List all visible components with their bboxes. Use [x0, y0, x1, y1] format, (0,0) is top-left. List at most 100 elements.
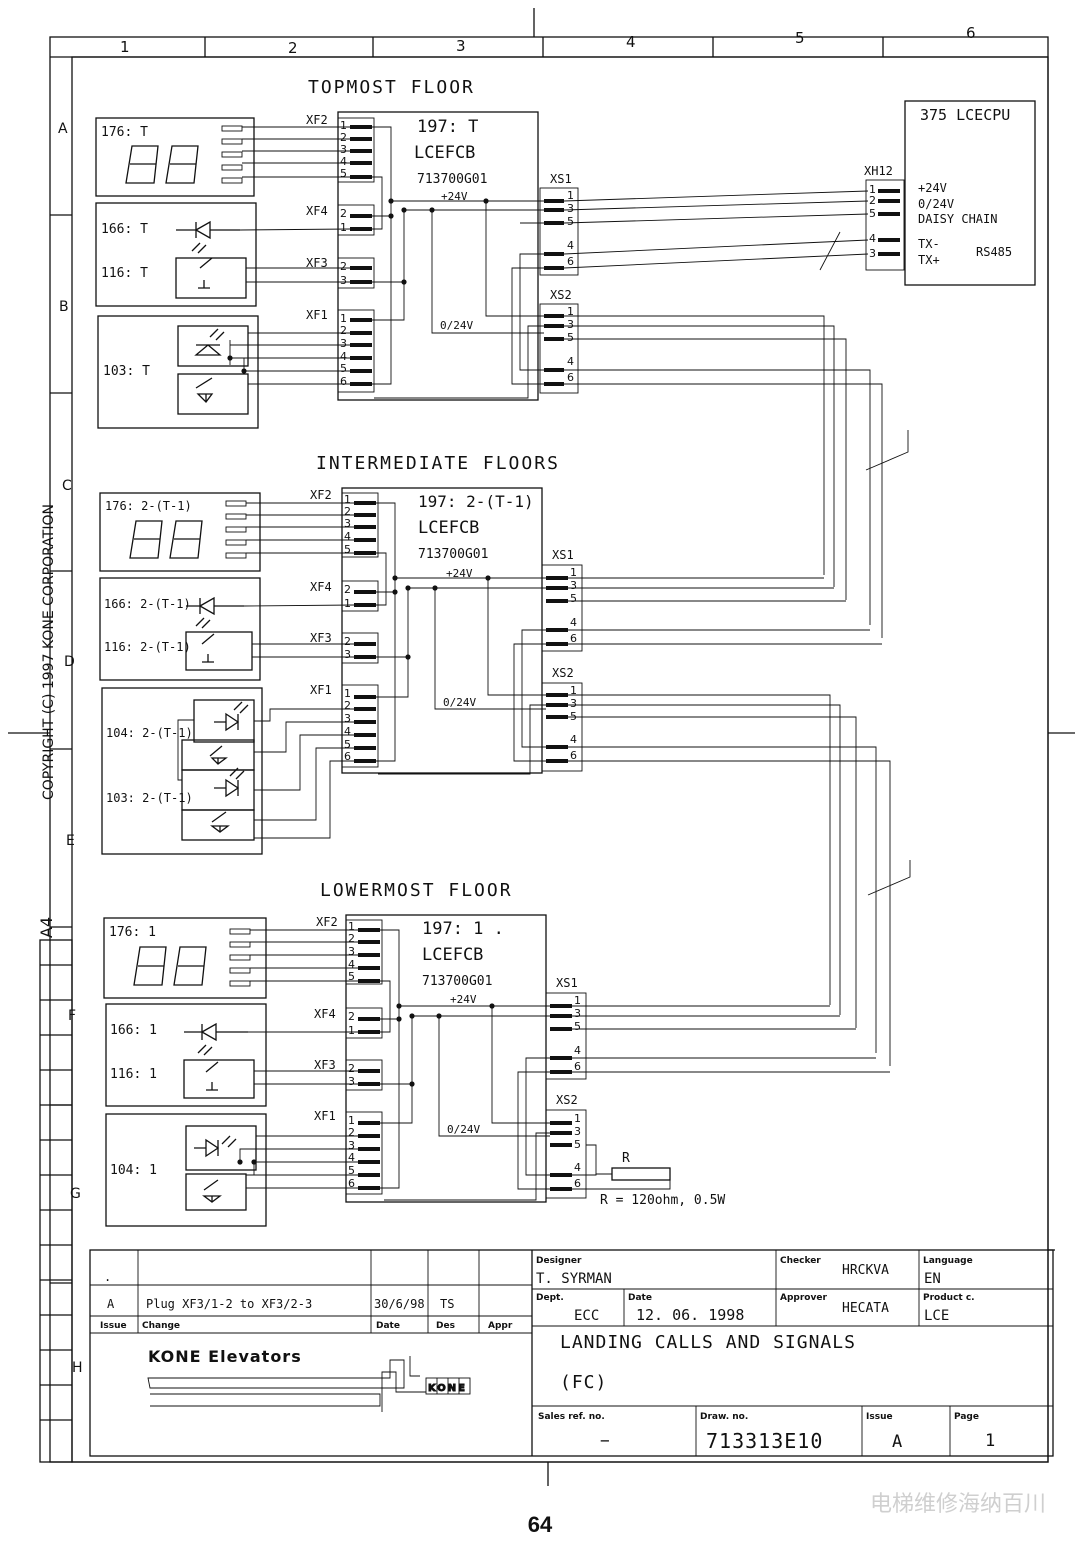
- pin-number: 4: [574, 1161, 581, 1174]
- pin-number: 6: [344, 750, 351, 763]
- header-checker: Checker: [780, 1256, 821, 1266]
- pin-number: 6: [574, 1177, 581, 1190]
- voltage-0v-label: 0/24V: [447, 1123, 480, 1136]
- pin-number: 2: [344, 505, 351, 518]
- cpu-signal: TX-: [918, 237, 940, 251]
- pin-number: 2: [348, 1126, 355, 1139]
- xs2-label: XS2: [556, 1093, 578, 1107]
- section-title: INTERMEDIATE FLOORS: [316, 453, 560, 474]
- revision-dot: .: [104, 1270, 111, 1284]
- seven-segment-display-icon: [133, 946, 207, 986]
- voltage-24v-label: +24V: [441, 190, 468, 203]
- pushbutton-switch-icon: [183, 1059, 255, 1099]
- pin-number: 4: [570, 733, 577, 746]
- row-label: B: [59, 299, 69, 315]
- signal-103-label: 103: T: [103, 364, 150, 379]
- sheet-size-label: A4: [37, 917, 56, 938]
- copyright-notice: COPYRIGHT (C) 1997 KONE CORPORATION: [41, 504, 57, 800]
- wiring: [229, 126, 909, 638]
- pin-number: 5: [348, 970, 355, 983]
- header-sales-ref: Sales ref. no.: [538, 1412, 605, 1422]
- board-name: LCEFCB: [414, 143, 475, 163]
- pin-number: 2: [869, 194, 876, 207]
- row-label: E: [66, 833, 75, 849]
- voltage-0v-label: 0/24V: [443, 696, 476, 709]
- xf1-label: XF1: [310, 683, 332, 697]
- pin-number: 6: [567, 255, 574, 268]
- lcecpu-block: 375 LCECPU XH12 1 2 5 4 3 +24V 0/24V DAI…: [864, 100, 1036, 286]
- arrow-lamp-icon: [181, 767, 255, 811]
- pin-number: 1: [344, 493, 351, 506]
- product-value: LCE: [924, 1308, 949, 1324]
- section-title: TOPMOST FLOOR: [308, 77, 475, 98]
- signal-104-label: 104: 2-(T-1): [106, 726, 193, 740]
- pin-number: 5: [574, 1020, 581, 1033]
- pin-number: 3: [340, 143, 347, 156]
- pin-number: 5: [570, 710, 577, 723]
- xs1-label: XS1: [552, 548, 574, 562]
- display-176-label: 176: 2-(T-1): [105, 499, 192, 513]
- xs2-label: XS2: [550, 288, 572, 302]
- voltage-24v-label: +24V: [446, 567, 473, 580]
- call-button-116-label: 116: 2-(T-1): [104, 640, 191, 654]
- pin-number: 1: [340, 119, 347, 132]
- xf2-label: XF2: [310, 488, 332, 502]
- pin-number: 6: [570, 749, 577, 762]
- header-issue: Issue: [100, 1321, 127, 1331]
- pin-number: 2: [340, 131, 347, 144]
- pushbutton-switch-icon: [177, 373, 249, 415]
- pin-number: 1: [344, 597, 351, 610]
- pin-number: 3: [344, 712, 351, 725]
- pin-number: 5: [869, 207, 876, 220]
- header-des: Des: [436, 1321, 455, 1331]
- display-176-terminals: [221, 125, 243, 184]
- header-issue: Issue: [866, 1412, 893, 1422]
- display-176-label: 176: 1: [109, 925, 156, 940]
- page-value: 1: [985, 1431, 995, 1451]
- pin-number: 4: [340, 155, 347, 168]
- cpu-title: 375 LCECPU: [920, 106, 1010, 124]
- checker-value: HRCKVA: [842, 1263, 889, 1278]
- junction-dots: [227, 198, 489, 374]
- pin-number: 2: [348, 1062, 355, 1075]
- pin-number: 1: [574, 994, 581, 1007]
- pin-number: 1: [869, 183, 876, 196]
- xf3-label: XF3: [314, 1058, 336, 1072]
- xf1-label: XF1: [314, 1109, 336, 1123]
- cpu-signal: +24V: [918, 181, 947, 195]
- pin-number: 5: [570, 592, 577, 605]
- pin-number: 1: [574, 1112, 581, 1125]
- pin-number: 1: [340, 221, 347, 234]
- pin-number: 3: [344, 648, 351, 661]
- watermark: 电梯维修海纳百川: [869, 1492, 1046, 1517]
- xf2-label: XF2: [306, 113, 328, 127]
- column-label: 1: [120, 38, 130, 56]
- display-176-box: [95, 117, 255, 197]
- section-title: LOWERMOST FLOOR: [320, 880, 513, 901]
- pin-number: 6: [567, 371, 574, 384]
- pushbutton-switch-icon: [181, 809, 255, 841]
- header-dept: Dept.: [536, 1293, 564, 1303]
- call-button-166-label: 166: T: [101, 222, 148, 237]
- pin-number: 1: [570, 684, 577, 697]
- led-diode-icon: [186, 596, 244, 629]
- drawing-subtitle: (FC): [560, 1372, 607, 1393]
- pin-number: 3: [574, 1007, 581, 1020]
- display-176-box: [99, 492, 261, 572]
- title-block: . A Plug XF3/1-2 to XF3/2-3 30/6/98 TS I…: [89, 1249, 1054, 1457]
- pushbutton-switch-icon: [185, 631, 253, 671]
- designer-value: T. SYRMAN: [536, 1271, 612, 1287]
- pin-number: 3: [567, 202, 574, 215]
- column-label: 4: [626, 33, 636, 51]
- cpu-signal: 0/24V: [918, 197, 954, 211]
- pin-number: 3: [348, 1139, 355, 1152]
- signal-103-box: [97, 315, 259, 429]
- display-176-label: 176: T: [101, 125, 148, 140]
- pin-number: 3: [344, 517, 351, 530]
- pin-number: 2: [340, 207, 347, 220]
- board-id: 197: 1 .: [422, 919, 504, 939]
- column-label: 3: [456, 37, 466, 55]
- drawing-frame: [8, 8, 1075, 1486]
- pin-number: 4: [340, 350, 347, 363]
- call-button-box: [95, 202, 257, 307]
